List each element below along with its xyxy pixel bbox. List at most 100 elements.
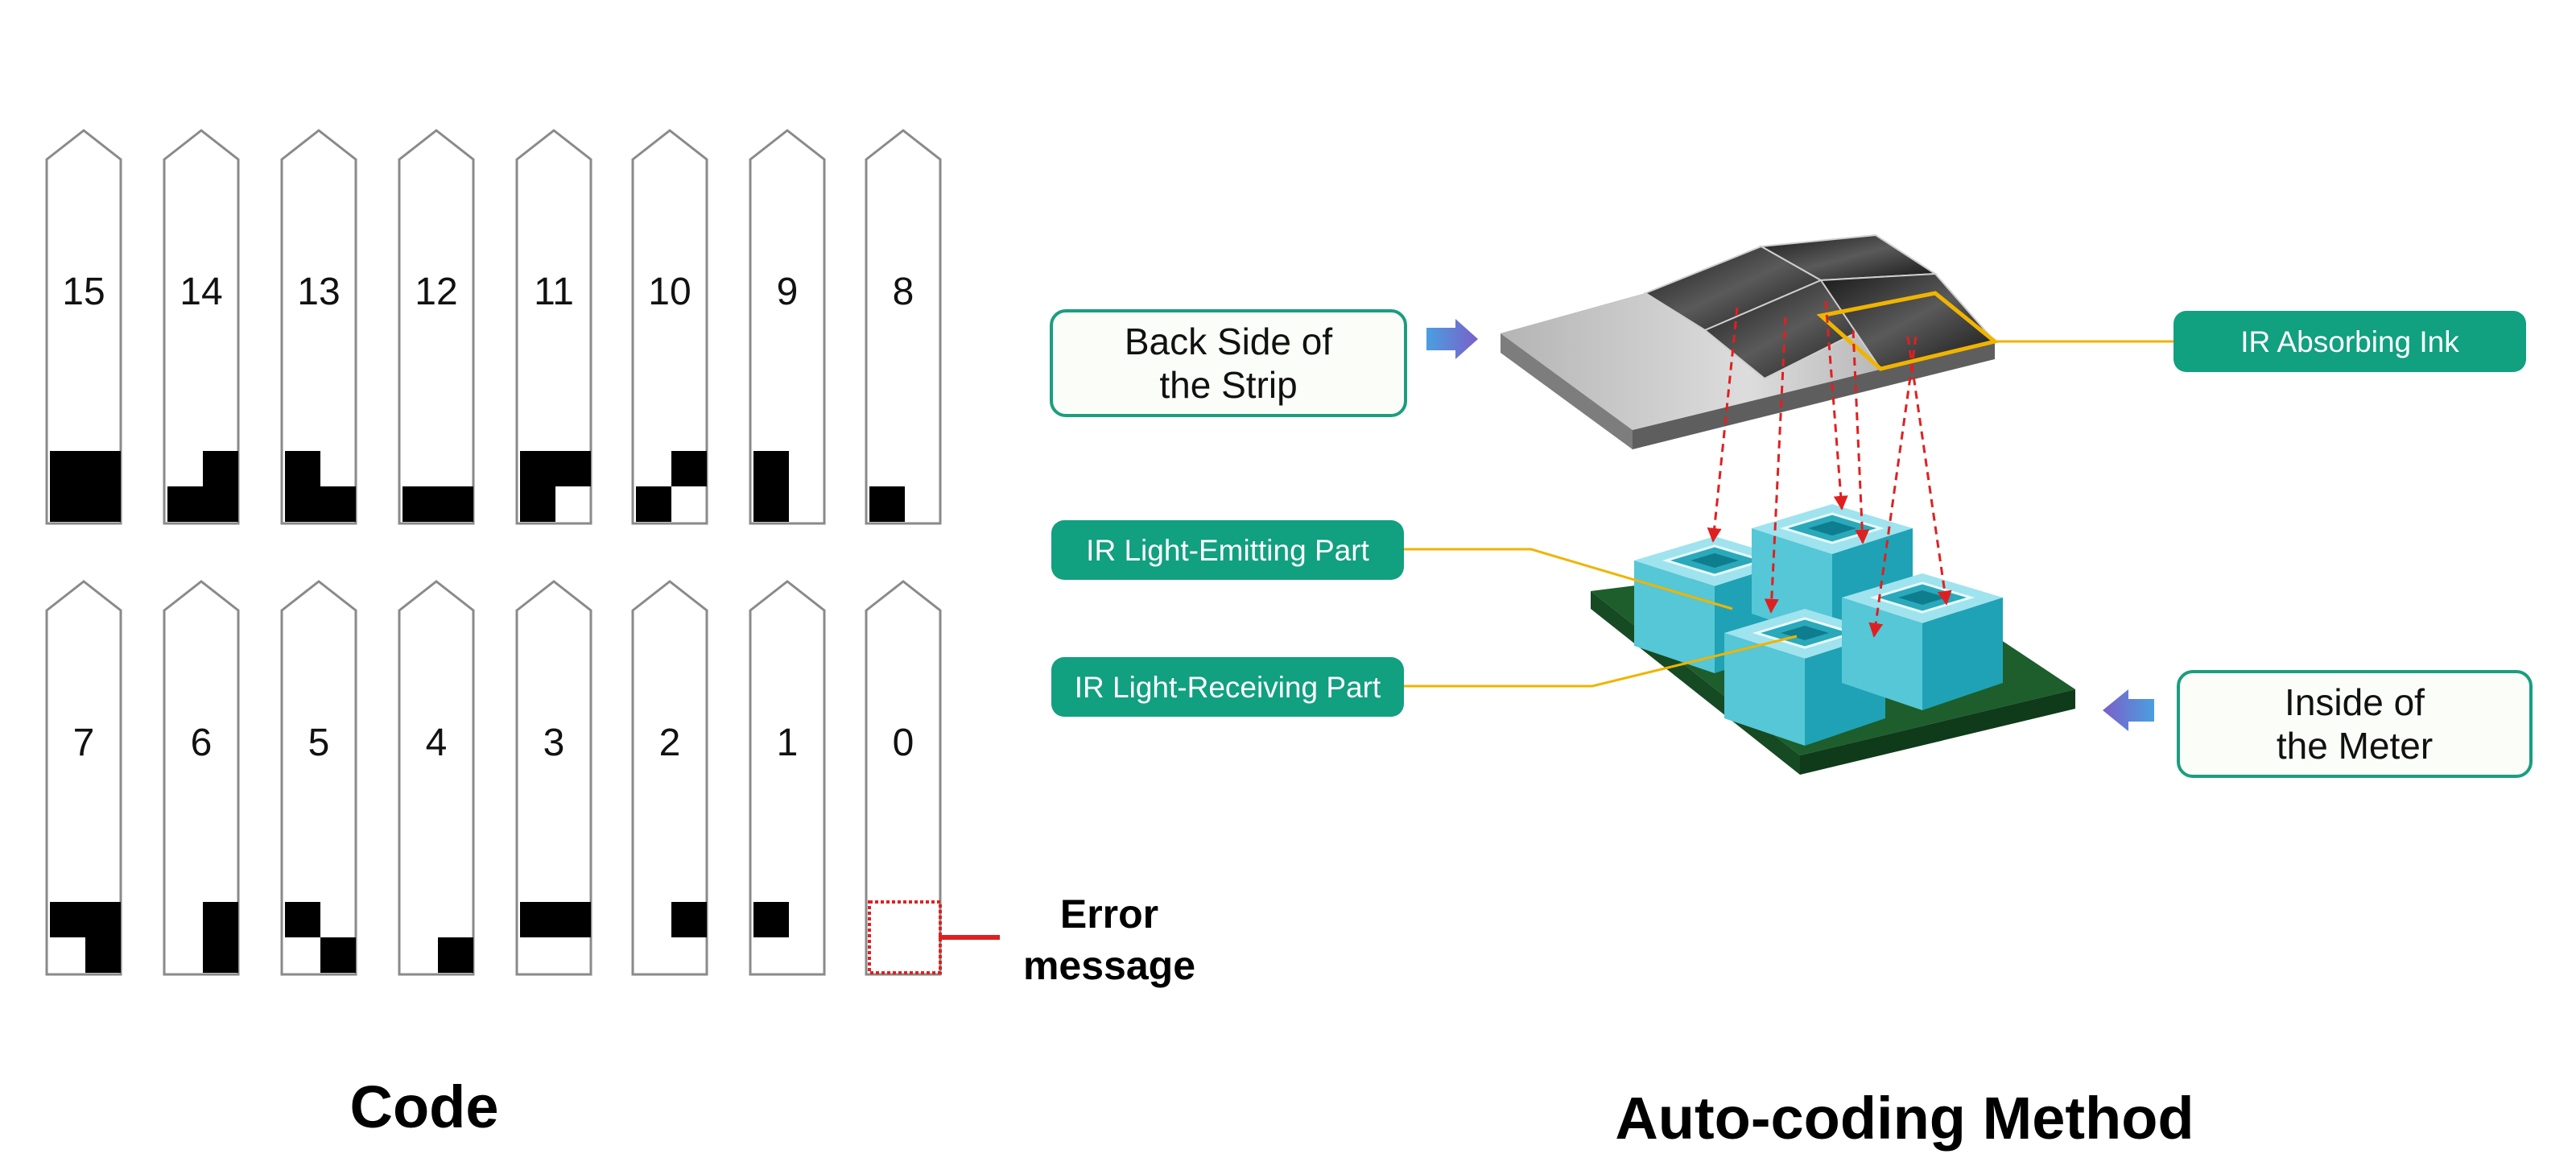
ir-path-1 bbox=[1707, 307, 1739, 543]
inside-meter-box bbox=[2177, 670, 2533, 778]
error-label-line1: Error bbox=[1060, 891, 1158, 937]
strip-outline bbox=[515, 580, 592, 976]
strip-number: 9 bbox=[777, 271, 799, 313]
code-cell bbox=[753, 451, 789, 486]
strip-outline bbox=[631, 580, 708, 976]
inside-line2: the Meter bbox=[2277, 725, 2433, 767]
strip-outline bbox=[280, 580, 357, 976]
back-side-line2: the Strip bbox=[1159, 364, 1297, 406]
code-cell bbox=[402, 486, 438, 522]
code-strip-5: 5 bbox=[280, 580, 357, 976]
emitting-leader-line bbox=[1404, 548, 1733, 610]
test-strip-3d bbox=[1501, 234, 2000, 449]
method-title: Auto-coding Method bbox=[1615, 1085, 2194, 1152]
strip-number: 6 bbox=[191, 722, 213, 764]
code-cell bbox=[50, 451, 85, 486]
strip-number: 4 bbox=[426, 722, 448, 764]
code-cell bbox=[753, 486, 789, 522]
code-cell bbox=[50, 486, 85, 522]
code-strip-15: 15 bbox=[45, 129, 122, 525]
code-strip-9: 9 bbox=[749, 129, 826, 525]
code-strip-13: 13 bbox=[280, 129, 357, 525]
code-cell bbox=[555, 902, 591, 937]
strip-outline bbox=[280, 129, 357, 525]
code-cell bbox=[285, 486, 320, 522]
ir-absorbing-label: IR Absorbing Ink bbox=[2240, 325, 2459, 358]
ir-emitting-label: IR Light-Emitting Part bbox=[1086, 534, 1369, 567]
strip-outline bbox=[865, 580, 942, 976]
ir-receiving-pill bbox=[1051, 657, 1404, 717]
strip-outline bbox=[398, 580, 475, 976]
code-cell bbox=[50, 902, 85, 937]
code-strip-6: 6 bbox=[163, 580, 240, 976]
strip-number: 2 bbox=[659, 722, 681, 764]
ir-absorbing-pill bbox=[2174, 311, 2526, 372]
error-cell-outline bbox=[868, 900, 942, 974]
strip-number: 7 bbox=[73, 722, 95, 764]
arrow-right-icon bbox=[1426, 319, 1478, 359]
code-strip-2: 2 bbox=[631, 580, 708, 976]
code-cell bbox=[520, 486, 555, 522]
back-side-box bbox=[1050, 309, 1407, 417]
code-cell bbox=[520, 902, 555, 937]
ir-emitting-pill bbox=[1051, 520, 1404, 580]
strip-number: 0 bbox=[893, 722, 914, 764]
code-cell bbox=[636, 486, 671, 522]
strip-number: 15 bbox=[62, 271, 105, 313]
code-cell bbox=[671, 902, 707, 937]
code-strip-3: 3 bbox=[515, 580, 592, 976]
code-cell bbox=[167, 486, 203, 522]
strip-number: 3 bbox=[543, 722, 565, 764]
code-cell bbox=[85, 902, 121, 937]
strip-outline bbox=[398, 129, 475, 525]
code-strip-14: 14 bbox=[163, 129, 240, 525]
code-cell bbox=[438, 486, 473, 522]
code-cell bbox=[285, 902, 320, 937]
code-cell bbox=[85, 451, 121, 486]
code-title: Code bbox=[350, 1073, 499, 1140]
code-strip-7: 7 bbox=[45, 580, 122, 976]
code-cell bbox=[320, 486, 356, 522]
code-strip-12: 12 bbox=[398, 129, 475, 525]
code-strip-11: 11 bbox=[515, 129, 592, 525]
strip-number: 13 bbox=[297, 271, 340, 313]
code-strip-8: 8 bbox=[865, 129, 942, 525]
strip-outline bbox=[631, 129, 708, 525]
code-cell bbox=[203, 902, 238, 937]
ir-path-3 bbox=[1824, 300, 1848, 511]
strip-number: 14 bbox=[180, 271, 222, 313]
code-cell bbox=[520, 451, 555, 486]
code-cell bbox=[85, 486, 121, 522]
code-cell bbox=[869, 486, 905, 522]
back-side-line1: Back Side of bbox=[1125, 321, 1332, 362]
inside-line1: Inside of bbox=[2285, 681, 2425, 723]
strip-outline bbox=[749, 580, 826, 976]
code-cell bbox=[203, 486, 238, 522]
receiving-leader-line bbox=[1404, 635, 1798, 688]
strip-outline bbox=[749, 129, 826, 525]
strip-number: 1 bbox=[777, 722, 799, 764]
strip-number: 12 bbox=[415, 271, 457, 313]
strip-outline bbox=[865, 129, 942, 525]
strip-outline bbox=[163, 580, 240, 976]
ir-path-5 bbox=[1906, 336, 1952, 606]
sensor-front-right bbox=[1842, 573, 2003, 710]
code-cell bbox=[671, 451, 707, 486]
error-label-line2: message bbox=[1023, 943, 1195, 988]
code-cell bbox=[285, 451, 320, 486]
code-cell bbox=[203, 451, 238, 486]
code-strip-0: 0 bbox=[865, 580, 942, 976]
code-cell bbox=[753, 902, 789, 937]
code-strip-10: 10 bbox=[631, 129, 708, 525]
code-cell bbox=[320, 937, 356, 973]
arrow-left-icon bbox=[2103, 689, 2154, 731]
code-cell bbox=[85, 937, 121, 973]
ir-path-6 bbox=[1868, 336, 1918, 638]
strip-outline bbox=[45, 129, 122, 525]
strip-number: 10 bbox=[648, 271, 691, 313]
strip-outline bbox=[45, 580, 122, 976]
code-cell bbox=[555, 451, 591, 486]
ir-receiving-label: IR Light-Receiving Part bbox=[1075, 671, 1381, 704]
